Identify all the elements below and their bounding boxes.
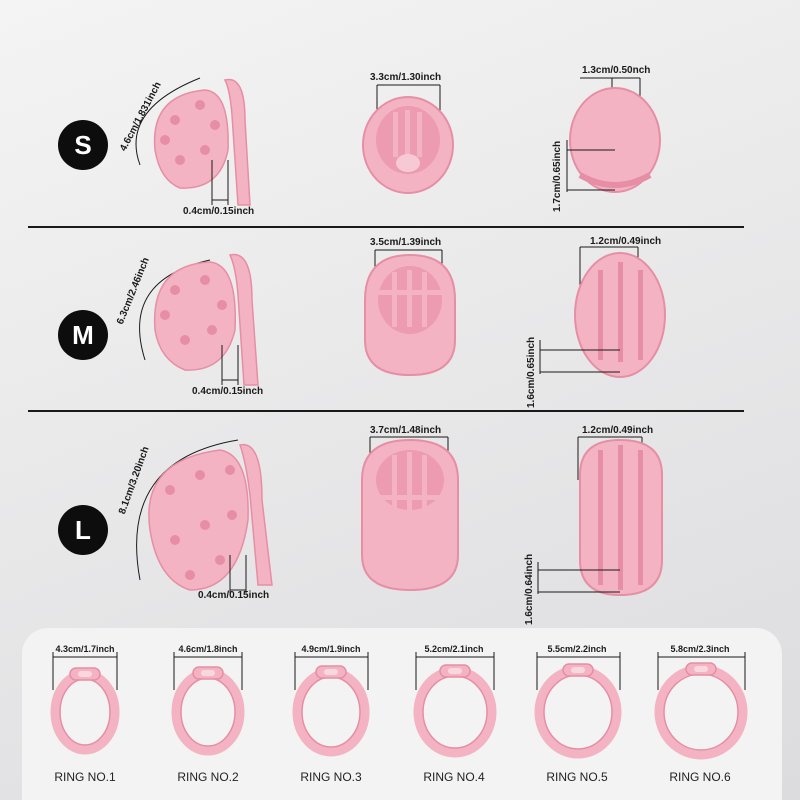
gap-label-l: 0.4cm/0.15inch <box>198 590 270 601</box>
ring-label-2: RING NO.2 <box>177 770 239 784</box>
width-label-s: 3.3cm/1.30inch <box>370 72 442 83</box>
size-badge-m: M <box>58 310 108 360</box>
ring-label-3: RING NO.3 <box>300 770 362 784</box>
size-badge-s: S <box>58 120 108 170</box>
ring-label-1: RING NO.1 <box>54 770 116 784</box>
ring-size-label-2: 4.6cm/1.8inch <box>178 644 238 654</box>
section-divider <box>28 226 744 228</box>
ring-size-label-1: 4.3cm/1.7inch <box>55 644 115 654</box>
width-label-m: 3.5cm/1.39inch <box>370 237 442 248</box>
gap-label-m: 0.4cm/0.15inch <box>192 386 264 397</box>
top-label-m: 1.2cm/0.49inch <box>590 236 662 247</box>
width-label-l: 3.7cm/1.48inch <box>370 425 442 436</box>
section-divider <box>28 410 744 412</box>
ring-size-label-3: 4.9cm/1.9inch <box>301 644 361 654</box>
ring-label-4: RING NO.4 <box>423 770 485 784</box>
ring-size-label-5: 5.5cm/2.2inch <box>547 644 607 654</box>
ring-label-5: RING NO.5 <box>546 770 608 784</box>
size-badge-l: L <box>58 505 108 555</box>
ring-size-label-6: 5.8cm/2.3inch <box>670 644 730 654</box>
ring-size-label-4: 5.2cm/2.1inch <box>424 644 484 654</box>
top-label-l: 1.2cm/0.49inch <box>582 425 654 436</box>
gap-label-s: 0.4cm/0.15inch <box>183 206 255 217</box>
top-label-s: 1.3cm/0.50nch <box>582 65 651 76</box>
ring-label-6: RING NO.6 <box>669 770 731 784</box>
